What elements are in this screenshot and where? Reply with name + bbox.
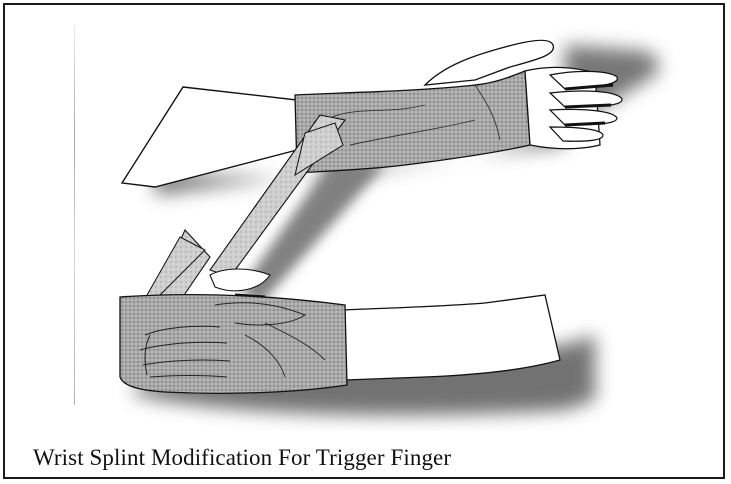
figure-frame: Wrist Splint Modification For Trigger Fi…: [3, 3, 725, 479]
bottom-forearm: [343, 295, 560, 380]
bottom-splint: [120, 295, 347, 394]
top-forearm: [122, 87, 297, 187]
splint-illustration: [5, 5, 723, 435]
figure-caption: Wrist Splint Modification For Trigger Fi…: [33, 445, 451, 471]
